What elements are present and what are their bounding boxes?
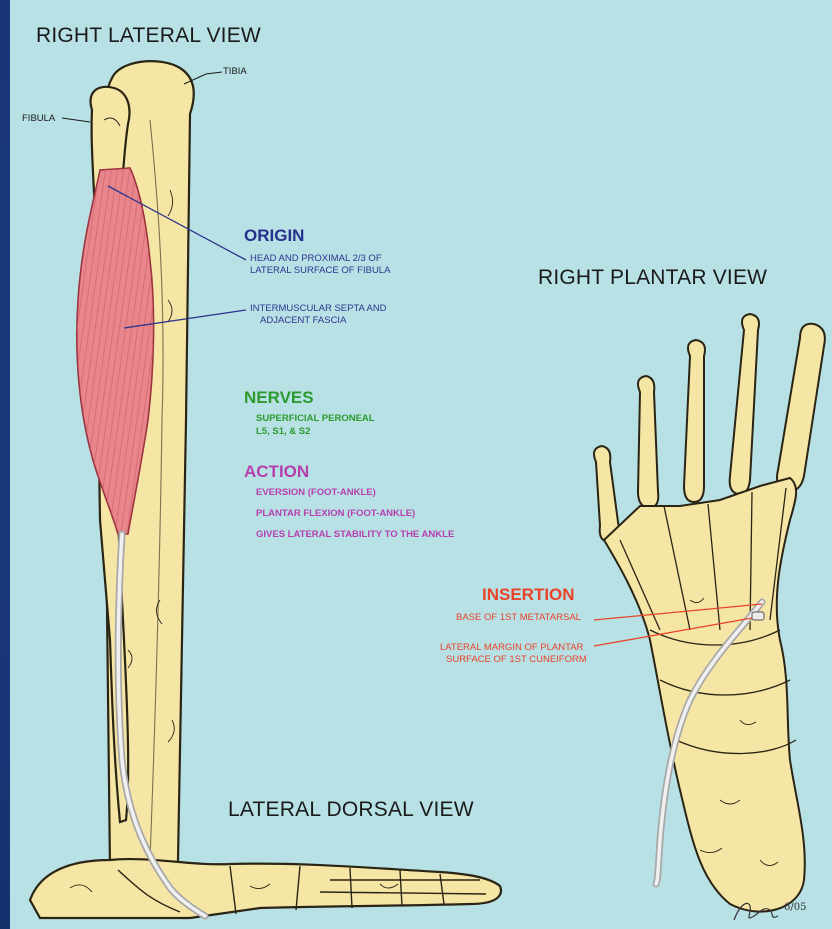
origin-item-4: ADJACENT FASCIA [260, 315, 346, 327]
right-plantar-view-title: RIGHT PLANTAR VIEW [538, 266, 767, 290]
signature-date: 6/05 [784, 902, 806, 913]
origin-item-2: LATERAL SURFACE OF FIBULA [250, 265, 390, 277]
artist-signature: 6/05 [730, 896, 820, 926]
tibia-label: TIBIA [223, 66, 247, 77]
action-item-2: PLANTAR FLEXION (FOOT-ANKLE) [256, 508, 415, 520]
origin-heading: ORIGIN [244, 226, 304, 246]
nerves-item-1: SUPERFICIAL PERONEAL [256, 413, 375, 425]
insertion-item-2: LATERAL MARGIN OF PLANTAR [440, 642, 583, 654]
action-heading: ACTION [244, 462, 309, 482]
plantar-foot [594, 314, 825, 912]
right-lateral-view-title: RIGHT LATERAL VIEW [36, 24, 261, 48]
nerves-heading: NERVES [244, 388, 314, 408]
action-item-1: EVERSION (FOOT-ANKLE) [256, 487, 376, 499]
action-item-3: GIVES LATERAL STABILITY TO THE ANKLE [256, 529, 454, 541]
insertion-heading: INSERTION [482, 585, 575, 605]
fibula-leader-line [62, 118, 90, 122]
nerves-item-2: L5, S1, & S2 [256, 426, 310, 438]
lateral-dorsal-view-title: LATERAL DORSAL VIEW [228, 798, 474, 822]
lateral-foot [30, 859, 501, 918]
insertion-item-1: BASE OF 1ST METATARSAL [456, 612, 581, 624]
insertion-item-3: SURFACE OF 1ST CUNEIFORM [446, 654, 587, 666]
origin-item-3: INTERMUSCULAR SEPTA AND [250, 303, 387, 315]
origin-item-1: HEAD AND PROXIMAL 2/3 OF [250, 253, 382, 265]
fibula-label: FIBULA [22, 113, 55, 124]
